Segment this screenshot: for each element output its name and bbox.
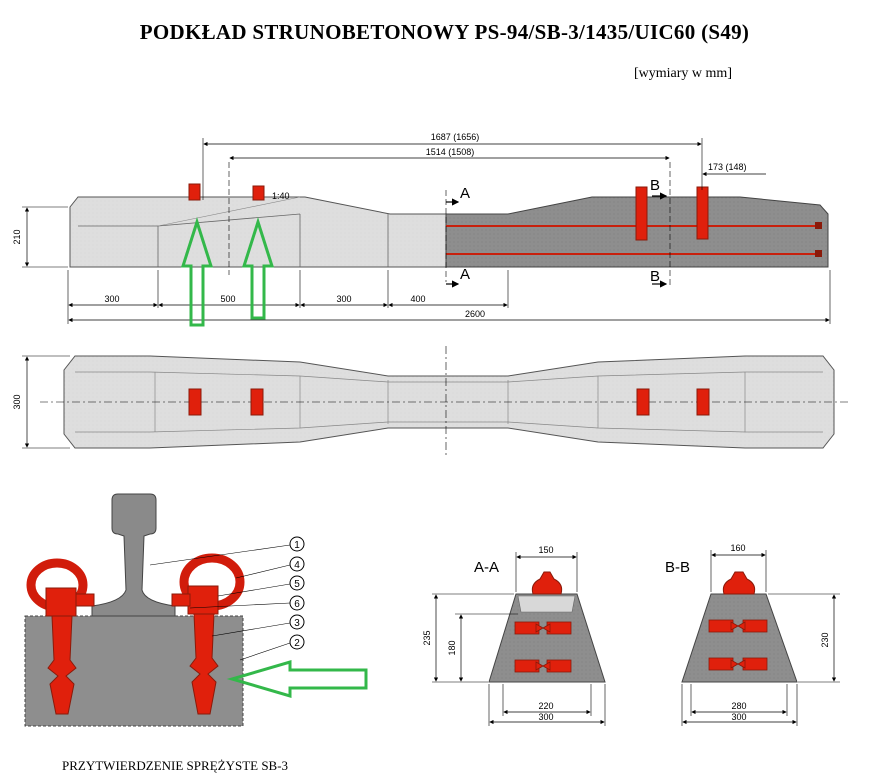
sleeper-side-left	[69, 196, 447, 268]
rail-profile	[91, 493, 176, 617]
section-mark-a-top: A	[460, 185, 470, 202]
dowel-slot	[696, 388, 710, 416]
dim-end-offset: 173 (148)	[708, 162, 747, 172]
bb-bottom-total: 300	[731, 712, 746, 722]
side-view: 1687 (1656) 1514 (1508) 173 (148) 210 1:…	[12, 132, 831, 327]
dim-fastening-outer: 1687 (1656)	[431, 132, 480, 142]
sleeper-top-outline	[63, 355, 835, 449]
slope-label: 1:40	[272, 191, 290, 201]
callout-4: 4	[294, 560, 300, 571]
section-mark-b-bottom: B	[650, 268, 660, 285]
dim-height-side: 210	[12, 229, 22, 244]
section-mark-b-top: B	[650, 177, 660, 194]
section-bb-body	[681, 593, 798, 683]
dim-segment-4: 400	[410, 294, 425, 304]
green-arrow-left	[226, 659, 368, 699]
drawing-title: PODKŁAD STRUNOBETONOWY PS-94/SB-3/1435/U…	[139, 20, 750, 44]
aa-bottom-total: 300	[538, 712, 553, 722]
dim-fastening-inner: 1514 (1508)	[426, 147, 475, 157]
callout-5: 5	[294, 579, 300, 590]
section-aa: A-A 150 235 180 220 300	[422, 545, 606, 726]
dim-total-length: 2600	[465, 309, 485, 319]
bb-top-width: 160	[730, 543, 745, 553]
callout-2: 2	[294, 638, 300, 649]
fastening-detail: 1 4 5 6 3 2	[24, 493, 368, 727]
section-mark-a-bottom: A	[460, 266, 470, 283]
dim-width-top: 300	[12, 394, 22, 409]
bb-bottom-inner: 280	[731, 701, 746, 711]
dim-segment-1: 300	[104, 294, 119, 304]
top-view: 300	[12, 346, 850, 458]
dim-segment-3: 300	[336, 294, 351, 304]
green-arrow-up	[241, 217, 275, 320]
callout-6: 6	[294, 599, 300, 610]
dowel-slot	[636, 388, 650, 416]
units-note: [wymiary w mm]	[634, 66, 732, 81]
callout-3: 3	[294, 618, 300, 629]
bb-height: 230	[820, 632, 830, 647]
green-arrow-up	[180, 217, 214, 327]
dowel-insert	[635, 186, 648, 241]
callout-1: 1	[294, 540, 300, 551]
section-bb: B-B 160 230 280 300	[665, 543, 840, 726]
dowel-slot	[250, 388, 264, 416]
aa-top-width: 150	[538, 545, 553, 555]
dowel-insert	[188, 183, 201, 201]
dim-segment-2: 500	[220, 294, 235, 304]
dowel-insert	[696, 186, 709, 240]
dowel-slot	[188, 388, 202, 416]
section-aa-label: A-A	[474, 559, 499, 576]
dowel-insert	[252, 185, 265, 201]
section-bb-label: B-B	[665, 559, 690, 576]
aa-height-inner: 180	[447, 640, 457, 655]
aa-bottom-inner: 220	[538, 701, 553, 711]
aa-height-total: 235	[422, 630, 432, 645]
fastening-caption: PRZYTWIERDZENIE SPRĘŻYSTE SB-3	[62, 758, 289, 773]
